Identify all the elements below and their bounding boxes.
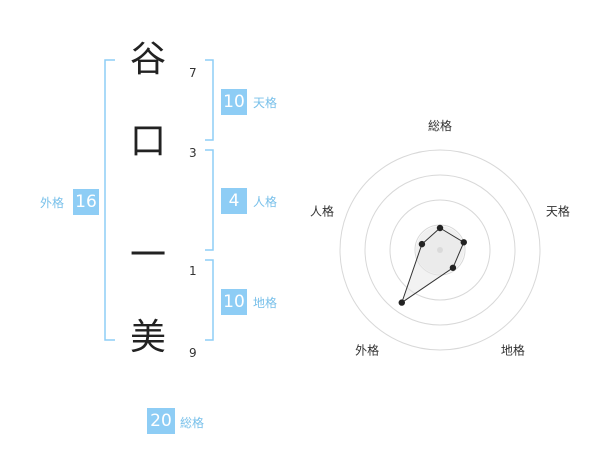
tenkaku-bracket	[205, 59, 214, 141]
name-char-1: 谷	[129, 39, 166, 80]
radar-point-4	[398, 299, 405, 306]
stroke-count-4: 9	[189, 346, 197, 360]
tenkaku-label: 天格	[253, 96, 278, 110]
soukaku-value-badge: 20	[147, 408, 175, 434]
jinkaku-bracket	[205, 149, 214, 251]
radar-ring	[339, 149, 541, 351]
radar-point-3	[449, 264, 457, 271]
radar-point-1	[436, 224, 444, 232]
radar-shape	[398, 224, 467, 306]
radar-polygon	[400, 227, 465, 304]
radar-point-2	[460, 239, 467, 246]
radar-axis-label-1: 総格	[428, 118, 452, 133]
chikaku-bracket	[205, 259, 214, 341]
chikaku-label: 地格	[253, 296, 278, 310]
jinkaku-label: 人格	[253, 195, 278, 209]
outer-bracket	[104, 59, 115, 341]
soukaku-label: 総格	[180, 416, 205, 430]
radar-axis-label-3: 地格	[501, 342, 525, 357]
radar-axis-label-4: 外格	[355, 342, 379, 357]
name-char-2: 口	[129, 121, 166, 162]
name-char-3: 一	[129, 235, 166, 276]
jinkaku-value-badge: 4	[221, 188, 247, 214]
radar-axis-label-5: 人格	[310, 204, 334, 219]
gaikaku-label: 外格	[40, 196, 65, 210]
radar-ring	[364, 174, 516, 326]
stroke-count-3: 1	[189, 264, 197, 278]
radar-axis-label-2: 天格	[546, 204, 570, 219]
stroke-count-2: 3	[189, 146, 197, 160]
name-char-4: 美	[129, 317, 166, 358]
radar-point-5	[418, 240, 426, 248]
radar-ring	[389, 199, 491, 301]
stroke-count-1: 7	[189, 66, 197, 80]
tenkaku-value-badge: 10	[221, 89, 247, 115]
gaikaku-value-badge: 16	[73, 189, 99, 215]
chikaku-value-badge: 10	[221, 289, 247, 315]
